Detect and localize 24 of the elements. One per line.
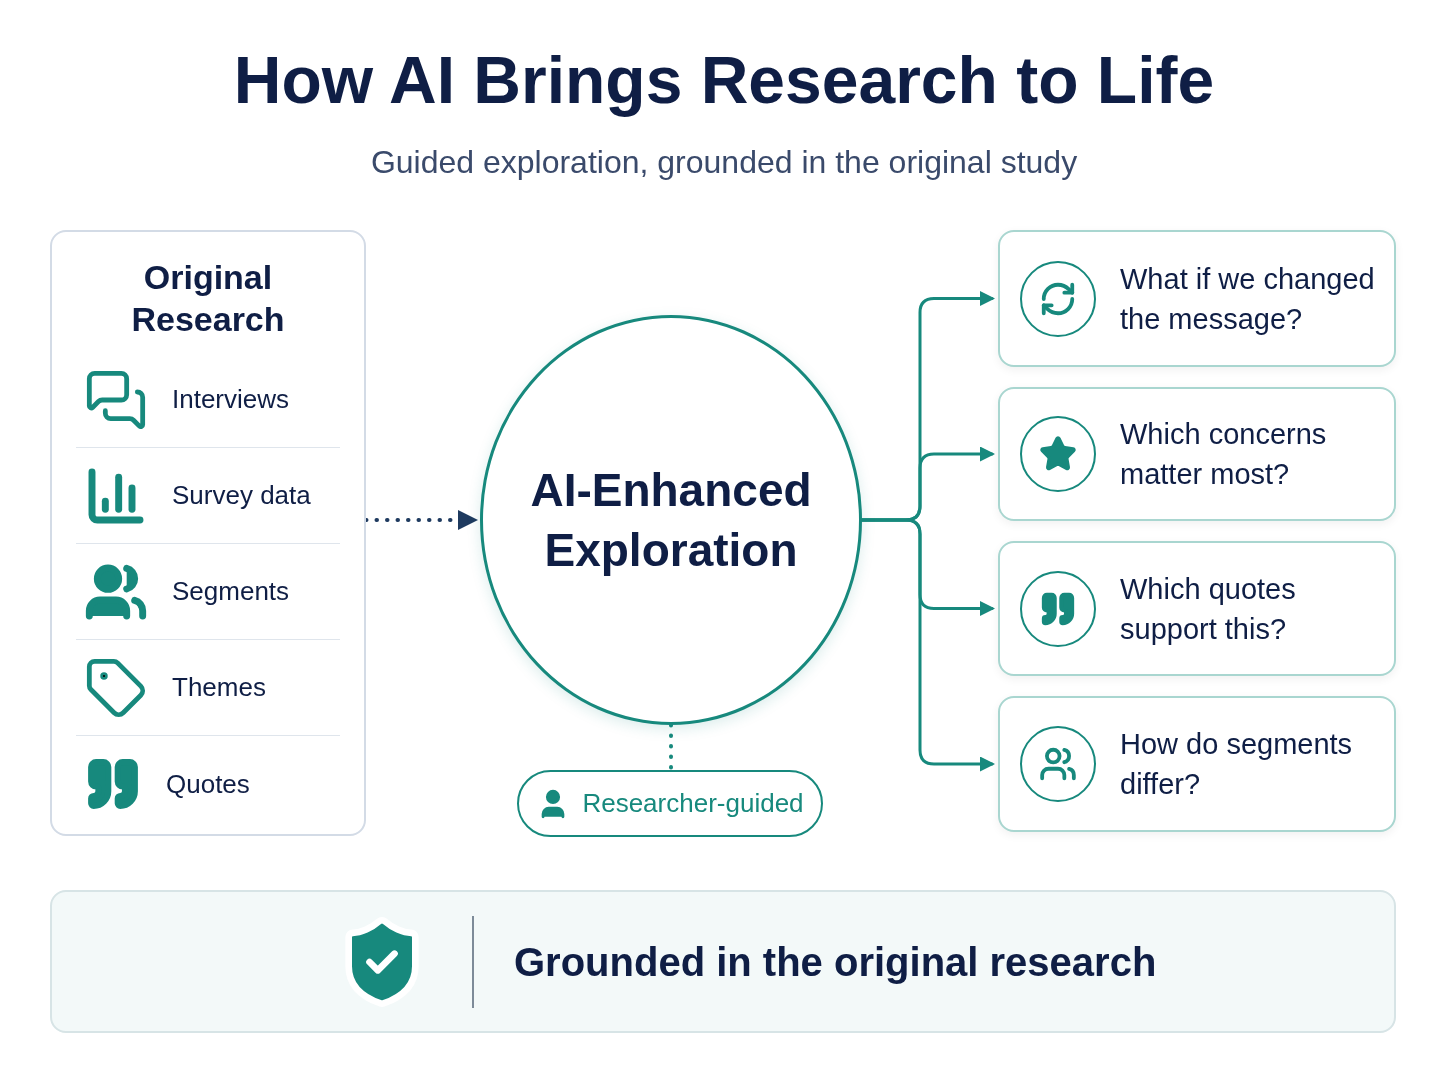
- item-label: Segments: [172, 575, 290, 608]
- footer-banner: [50, 890, 1396, 1033]
- title: How AI Brings Research to Life: [232, 42, 1216, 119]
- panel-heading: Original Research: [130, 257, 286, 340]
- question-text: Which quotes support this?: [1120, 571, 1297, 647]
- question-text: Which concerns matter most?: [1120, 417, 1328, 492]
- circle-label: AI-Enhanced Exploration: [529, 463, 813, 578]
- question-text: How do segments differ?: [1120, 727, 1354, 802]
- footer-text: Grounded in the original research: [514, 938, 1157, 986]
- dotted-connector: [364, 510, 478, 530]
- question-text: What if we changed the message?: [1120, 261, 1376, 337]
- source-panel: [50, 230, 366, 836]
- question-card: [998, 696, 1396, 832]
- item-label: Interviews: [172, 383, 290, 416]
- arrow: [860, 518, 995, 772]
- pill-label: Researcher-guided: [582, 787, 804, 820]
- question-card: [998, 230, 1396, 367]
- subtitle: Guided exploration, grounded in the original study: [369, 143, 1079, 182]
- dotted-connector: [669, 723, 673, 772]
- item-label: Quotes: [166, 767, 250, 801]
- item-label: Survey data: [172, 479, 311, 512]
- item-label: Themes: [172, 671, 266, 704]
- question-card: [998, 541, 1396, 676]
- question-card: [998, 387, 1396, 521]
